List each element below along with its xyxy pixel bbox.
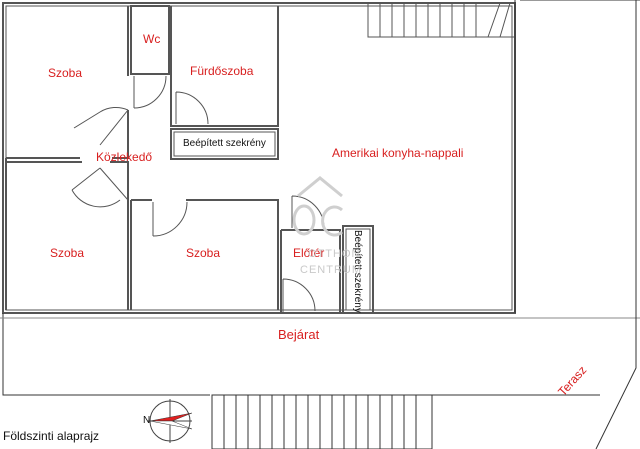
plan-caption: Földszinti alaprajz bbox=[3, 429, 100, 443]
watermark-logo bbox=[292, 176, 344, 237]
label-furdoszoba: Fürdőszoba bbox=[190, 64, 254, 78]
compass-icon bbox=[148, 399, 193, 443]
label-szoba-top-left: Szoba bbox=[48, 66, 83, 80]
label-wc: Wc bbox=[143, 32, 161, 46]
label-closet-top: Beépített szekrény bbox=[183, 138, 266, 149]
label-szoba-bottom-left: Szoba bbox=[50, 246, 85, 260]
hallway-doors bbox=[71, 106, 129, 208]
room-szoba-bottom-left bbox=[5, 158, 132, 310]
watermark-line2: CENTRUM bbox=[300, 264, 362, 276]
label-bejarat: Bejárat bbox=[278, 327, 320, 342]
stairs-top bbox=[367, 2, 516, 38]
room-furdoszoba bbox=[170, 6, 279, 127]
stairs-bottom bbox=[211, 394, 600, 449]
label-szoba-bottom-mid: Szoba bbox=[186, 246, 221, 260]
room-wc bbox=[130, 5, 170, 109]
closet-vertical bbox=[342, 225, 374, 314]
label-kozlekedo: Közlekedő bbox=[96, 150, 153, 164]
watermark-line1: OTTHON bbox=[308, 248, 361, 260]
room-szoba-top-left bbox=[6, 6, 129, 159]
compass-north-label: N bbox=[143, 415, 151, 426]
room-szoba-bottom-mid bbox=[131, 199, 279, 310]
closet-top bbox=[170, 128, 279, 160]
label-eloter: Előtér bbox=[293, 246, 325, 260]
label-amerikai-konyha: Amerikai konyha-nappali bbox=[332, 146, 464, 160]
